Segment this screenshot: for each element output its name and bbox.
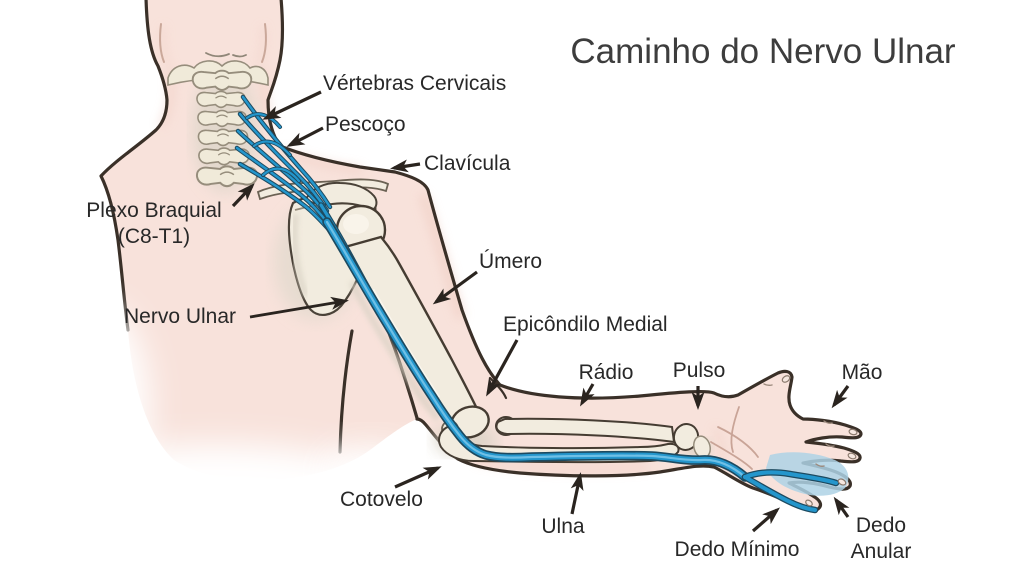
ear-line-left [159,23,165,63]
ulnar-nerve-branches [741,469,840,514]
label-clavicula: Clavícula [424,152,511,175]
fingernail-little [805,499,813,507]
arrow-nervo-ulnar [249,296,349,319]
finger-details [763,375,858,507]
scapula-medial-shade [292,213,309,297]
label-dedo-anular-line1: Dedo [856,514,906,537]
head-detail-lines [159,23,267,63]
radius-bone [495,417,676,444]
ear-line-right [261,23,267,63]
label-pulso: Pulso [673,359,726,382]
arrow-mao [831,385,850,409]
fingernail-index [848,428,858,436]
label-vertebras-cervicais: Vértebras Cervicais [323,72,506,95]
arrow-radio [579,383,595,407]
palm-creases [710,406,759,470]
outline-left-head-torso [99,0,169,332]
knuckle-mark-1 [823,420,833,424]
occiput-mark-2 [232,54,247,58]
fingernail-thumb [781,375,791,383]
ulnar-nerve [234,94,840,514]
label-cotovelo: Cotovelo [340,488,423,511]
arrow-pescoco [286,126,324,147]
ulnar-nerve-little-branch [743,475,817,512]
occiput-mark-1 [205,52,230,58]
arrow-cotovelo [394,466,442,489]
arrow-umero [432,270,478,305]
knuckle-mark-4 [763,383,773,387]
arrow-vertebras-cervicais [262,90,322,120]
label-dedo-anular-line2: Anular [851,540,912,563]
knuckle-mark-3 [815,463,825,467]
label-ulna: Ulna [541,515,585,538]
fingernail-middle [847,452,857,460]
arrow-plexo-braquial [231,183,255,208]
shade-deltoid [419,193,465,320]
ulnar-nerve-main [322,217,750,482]
label-epicondilo-medial: Epicôndilo Medial [503,313,668,336]
nerve-rootlet-4 [235,146,331,227]
fingernail-ring [837,478,847,486]
palm-crease-2 [710,441,753,470]
outline-right-body-arm-hand [266,0,863,512]
arrow-dedo-anular [833,496,850,518]
pectoral-fold-line [338,329,354,454]
shade-head-left [160,26,170,65]
skin-fill [101,0,861,511]
label-plexo-braquial-line2: (C8-T1) [118,225,190,248]
ulnar-nerve-ring-branch [743,470,838,485]
ulnar-nerve-main-core [325,220,747,479]
page-title: Caminho do Nervo Ulnar [570,32,956,71]
nerve-rootlet-2 [238,112,329,213]
palm-crease-3 [730,406,740,453]
label-radio: Rádio [579,361,634,384]
fade-overlay-armpit [324,446,420,494]
fade-overlay-torso-left [50,305,150,515]
label-umero: Úmero [479,250,542,273]
label-plexo-braquial-line1: Plexo Braquial [86,199,221,222]
arrow-clavicula [390,159,421,173]
shade-forearm-under [475,457,648,472]
humeral-head-highlight [343,214,369,234]
nerve-braid-cross-3 [261,167,301,183]
label-pescoco: Pescoço [325,113,406,136]
arrow-ulna [570,472,584,515]
label-nervo-ulnar: Nervo Ulnar [124,305,236,328]
annotations: Caminho do Nervo Ulnar Vértebras Cervica… [86,32,956,563]
cervical-vertebra-1 [191,69,253,91]
label-mao: Mão [842,361,883,384]
nerve-braid-cross-2 [252,140,292,157]
cervical-vertebra-2 [196,90,246,109]
palm-crease-1 [717,426,759,458]
shade-head-right [256,26,266,65]
knuckle-mark-2 [825,443,835,447]
arrow-epicondilo-medial [486,339,519,397]
arrows [231,90,850,533]
knuckle-marks [763,383,835,467]
humerus-gray-strip [349,280,441,421]
fade-overlays [20,305,420,560]
label-dedo-minimo: Dedo Mínimo [675,538,800,561]
arrow-dedo-minimo [751,507,781,533]
